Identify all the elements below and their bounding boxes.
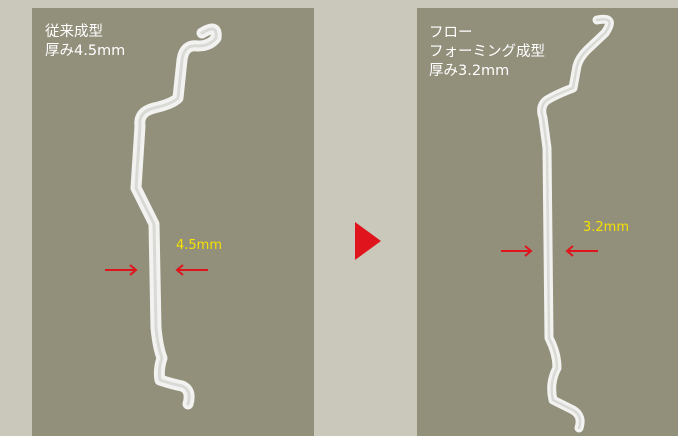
flow-forming-profile-image — [537, 14, 614, 433]
thickness-label: 4.5mm — [176, 238, 223, 253]
right-arrow-icon — [175, 264, 208, 276]
thickness-label: 3.2mm — [583, 220, 630, 235]
flow-forming-caption: フロー フォーミング成型 厚み3.2mm — [429, 25, 545, 79]
left-arrow-icon — [105, 264, 138, 276]
right-arrow-icon — [565, 245, 598, 257]
play-triangle-icon — [355, 222, 381, 260]
conventional-profile-image — [130, 23, 222, 410]
conventional-caption: 従来成型 厚み4.5mm — [45, 24, 126, 59]
left-arrow-icon — [501, 245, 533, 257]
conventional-forming-panel: 従来成型 厚み4.5mm 4.5mm — [32, 8, 314, 436]
flow-forming-panel: フロー フォーミング成型 厚み3.2mm 3.2mm — [417, 8, 678, 436]
